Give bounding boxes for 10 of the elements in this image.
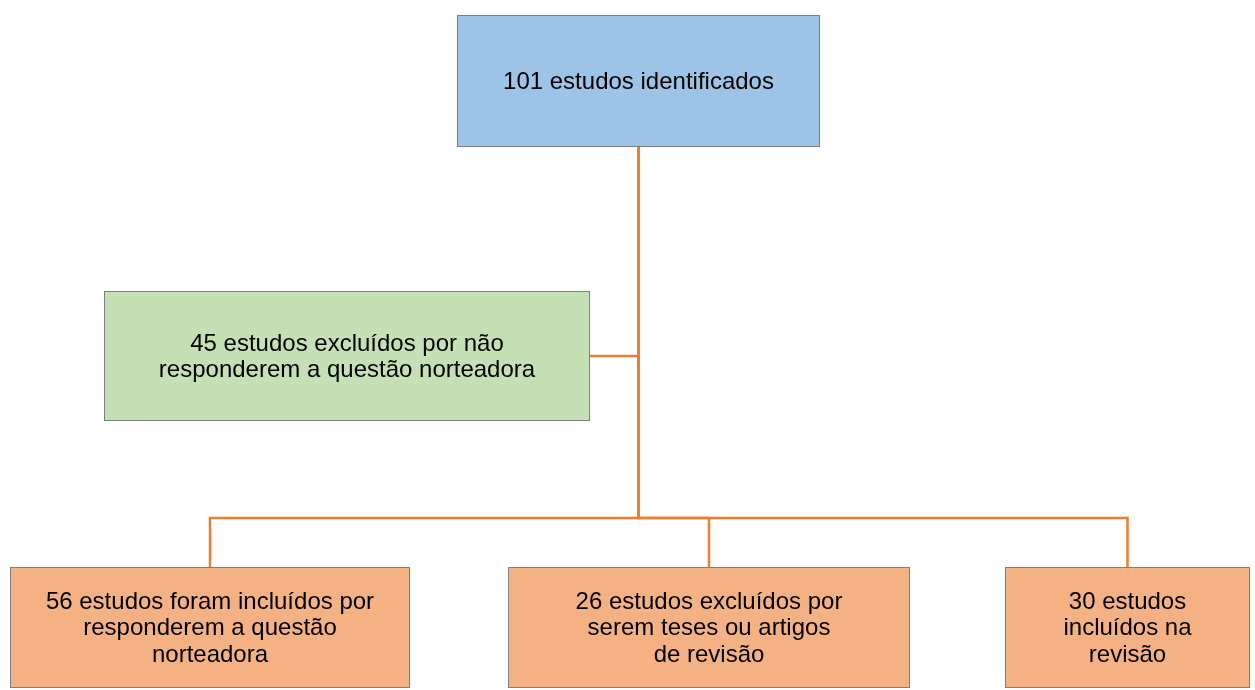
box-text: 56 estudos foram incluídos por responderem a questão norteadora <box>44 587 376 668</box>
process-box <box>457 15 820 147</box>
result-box <box>508 567 910 688</box>
result-box <box>1005 567 1250 688</box>
result-box <box>10 567 410 688</box>
exclusion-box <box>104 291 590 421</box>
box-text: 30 estudos incluídos na revisão <box>1062 587 1193 668</box>
box-text: 45 estudos excluídos por não responderem a questão norteadora <box>157 329 537 383</box>
box-text: 26 estudos excluídos por serem teses ou artigos de revisão <box>574 587 844 668</box>
box-text: 101 estudos identificados <box>503 67 774 95</box>
